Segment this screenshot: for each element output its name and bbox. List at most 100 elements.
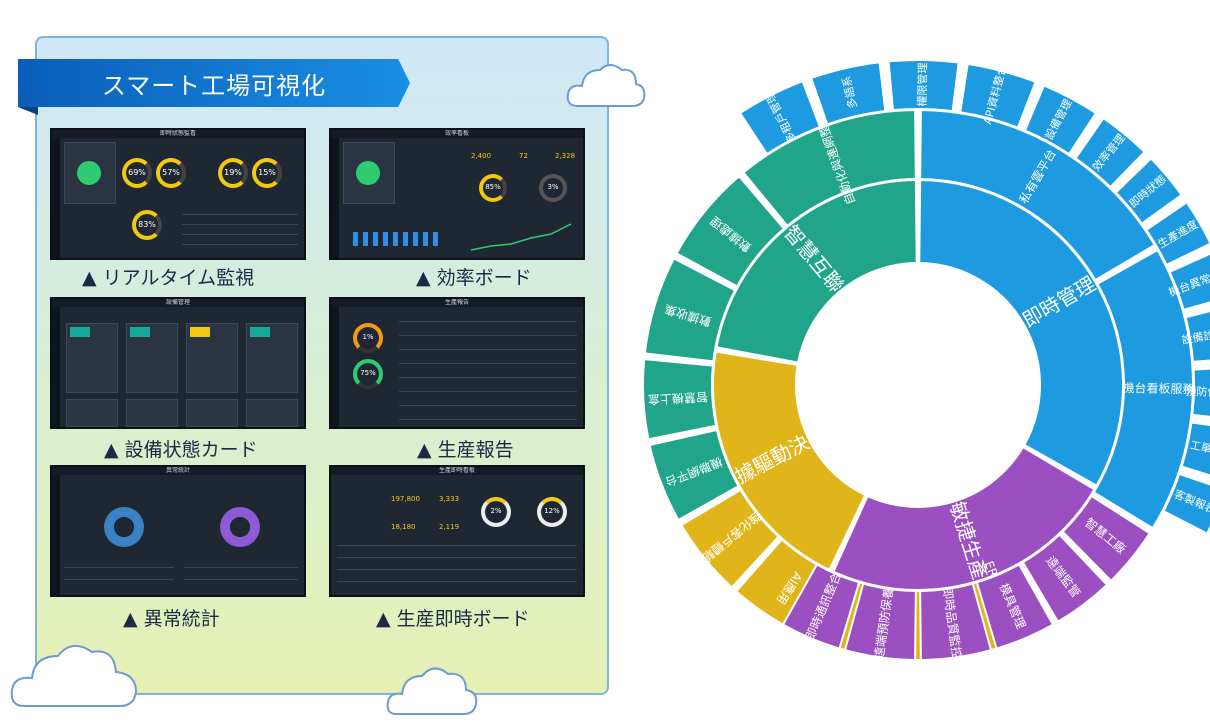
kpi-value: 197,800: [391, 495, 420, 503]
capability-segment[interactable]: [919, 582, 993, 661]
capability-segment[interactable]: [675, 174, 786, 288]
kpi-value: 2,328: [555, 152, 576, 160]
feature-segment[interactable]: [1162, 472, 1210, 535]
table-row: [184, 579, 298, 580]
capability-segment[interactable]: [919, 109, 1157, 282]
capability-segment[interactable]: [742, 109, 917, 228]
capability-segment[interactable]: [781, 563, 861, 650]
donut-chart: [220, 507, 260, 547]
table-row: [182, 214, 298, 215]
feature-segment[interactable]: [1180, 421, 1210, 481]
bar: [353, 232, 358, 246]
table-row: [399, 349, 577, 350]
trend-line: [471, 223, 572, 251]
equipment-card: [66, 323, 118, 393]
gauge-value: 1%: [362, 333, 374, 341]
thumbnail-efficiency-board[interactable]: 效率看板 2,400 72 2,328 85% 3%: [329, 128, 585, 260]
feature-segment[interactable]: [809, 61, 887, 126]
table-row: [184, 567, 298, 568]
gauge-value: 83%: [138, 220, 156, 229]
feature-segment[interactable]: [1191, 367, 1210, 420]
table-row: [182, 224, 298, 225]
kpi-value: 2,400: [471, 152, 492, 160]
capability-segment-label: 智慧機上盒: [648, 390, 709, 408]
equipment-card: [126, 323, 178, 393]
thumbnail-production-live-board[interactable]: 生產即時看板 197,800 3,333 18,180 2,119 2% 12%: [329, 465, 585, 597]
gauge-value: 19%: [224, 168, 242, 177]
core-segment[interactable]: [712, 350, 867, 572]
feature-segment[interactable]: [1023, 84, 1098, 156]
thumbnail-caption: ▲ 効率ボード: [416, 267, 532, 289]
donut-chart: [104, 507, 144, 547]
feature-segment[interactable]: [1168, 252, 1210, 312]
table-row: [399, 391, 577, 392]
core-segment[interactable]: [918, 178, 1124, 487]
bar: [393, 232, 398, 246]
equipment-card: [126, 399, 178, 427]
feature-segment[interactable]: [1144, 200, 1210, 267]
feature-segment-label: 權限管理: [915, 62, 930, 106]
thumbnail-title: 生產即時看板: [331, 467, 583, 475]
capability-segment[interactable]: [679, 488, 780, 589]
thumbnail-title: 即時狀態監看: [52, 130, 304, 138]
thumbnail-sidebar: [52, 475, 60, 595]
thumbnail-realtime-monitor[interactable]: 即時狀態監看 69% 57% 19% 15% 83%: [50, 128, 306, 260]
gauge: [156, 158, 186, 188]
capability-segment[interactable]: [648, 428, 740, 522]
bar: [383, 232, 388, 246]
capability-segment[interactable]: [1061, 494, 1152, 583]
feature-segment[interactable]: [1184, 305, 1210, 363]
core-segment[interactable]: [715, 178, 918, 364]
capability-segment[interactable]: [1092, 248, 1194, 530]
feature-segment[interactable]: [959, 62, 1037, 129]
gauge: [122, 158, 152, 188]
thumbnail-title: 異常統計: [52, 467, 304, 475]
capability-segment[interactable]: [843, 582, 917, 661]
gauge-value: 57%: [162, 168, 180, 177]
thumbnail-production-report[interactable]: 生產報告 1% 75%: [329, 297, 585, 429]
thumbnail-anomaly-stats[interactable]: 異常統計: [50, 465, 306, 597]
panel-title: スマート工場可視化: [18, 59, 410, 107]
thumbnail-equipment-cards[interactable]: 設備管理: [50, 297, 306, 429]
feature-segment[interactable]: [1074, 116, 1146, 189]
thumbnail-title: 效率看板: [331, 130, 583, 138]
table-row: [64, 567, 174, 568]
status-smiley-icon: [356, 161, 380, 185]
cloud-decoration: [386, 667, 478, 715]
capability-segment[interactable]: [642, 358, 718, 441]
gauge: [252, 158, 282, 188]
equipment-card: [186, 399, 238, 427]
feature-segment[interactable]: [738, 79, 822, 156]
feature-segment[interactable]: [1114, 157, 1183, 225]
gauge: [132, 210, 162, 240]
status-card: [64, 142, 116, 204]
table-row: [399, 363, 577, 364]
capability-segment[interactable]: [1021, 533, 1109, 624]
core-segment[interactable]: [831, 445, 1096, 591]
equipment-card: [66, 399, 118, 427]
bar: [403, 232, 408, 246]
thumbnail-caption: ▲ 設備状態カード: [104, 439, 258, 461]
gauge: [537, 497, 567, 527]
bar: [363, 232, 368, 246]
capability-segment[interactable]: [975, 563, 1055, 650]
kpi-value: 18,180: [391, 523, 416, 531]
equipment-card: [246, 323, 298, 393]
thumbnail-caption: ▲ 生産報告: [417, 439, 514, 461]
gauge-value: 69%: [128, 168, 146, 177]
bar: [433, 232, 438, 246]
ribbon-fold: [18, 107, 38, 115]
thumbnail-caption: ▲ リアルタイム監視: [82, 267, 255, 289]
thumbnail-sidebar: [331, 307, 339, 427]
feature-segment[interactable]: [887, 59, 960, 113]
thumbnail-caption: ▲ 異常統計: [123, 608, 220, 630]
table-row: [64, 579, 174, 580]
thumbnail-title: 生產報告: [331, 299, 583, 307]
capability-segment-label: 機台看板服務: [1122, 380, 1194, 396]
bar: [423, 232, 428, 246]
kpi-value: 2,119: [439, 523, 460, 531]
capability-segment[interactable]: [643, 257, 737, 363]
table-row: [399, 321, 577, 322]
gauge: [539, 174, 567, 202]
